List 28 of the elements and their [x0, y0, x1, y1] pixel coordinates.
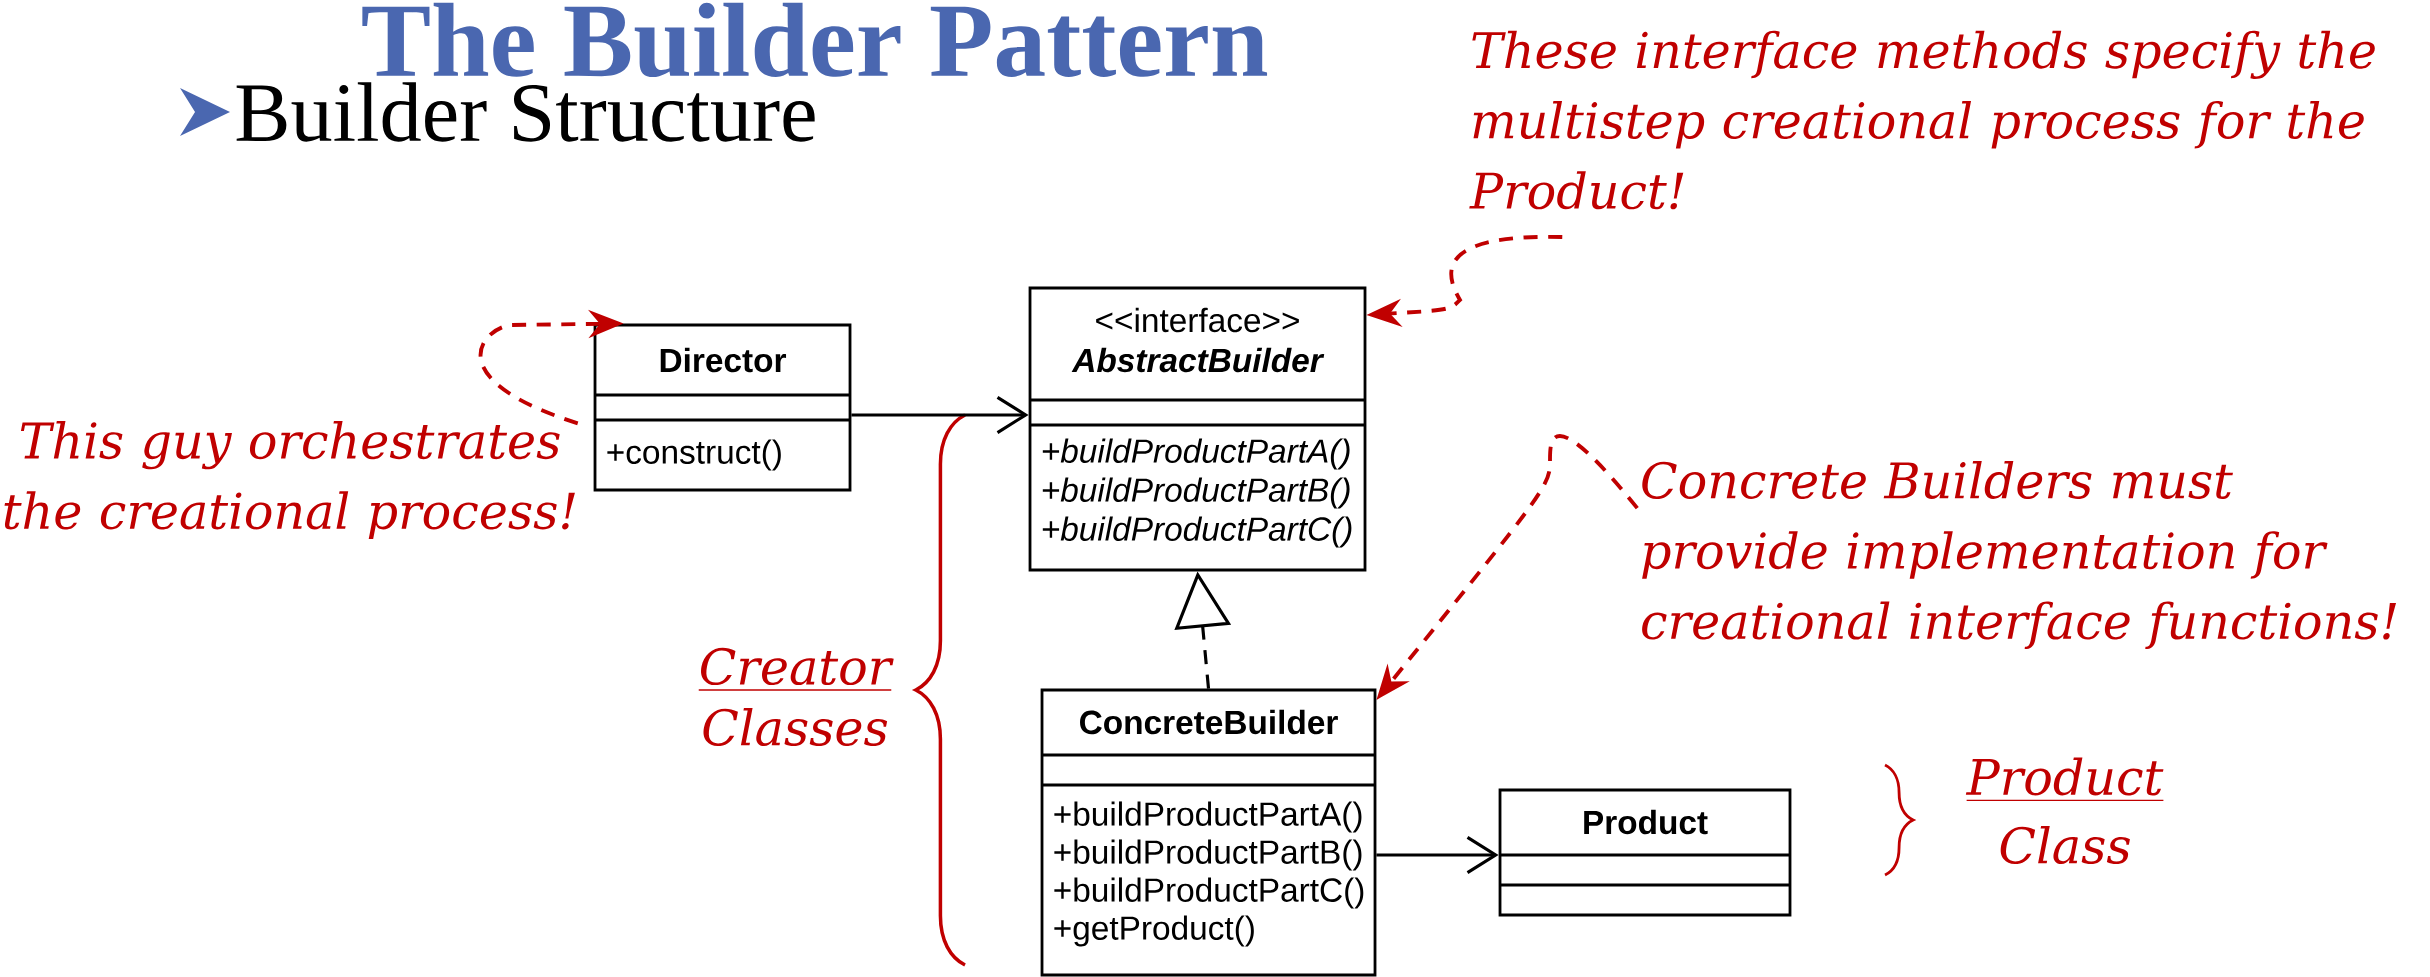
title: The Builder Pattern [362, 2, 1268, 78]
method-name: +construct() [607, 439, 781, 471]
class-box [593, 323, 852, 492]
method-name: +buildProductPartC() [1054, 877, 1364, 909]
note-text: This guy orchestrates the creational process! [4, 421, 575, 539]
method-name: +buildProductPartA() [1054, 801, 1362, 833]
association-arrow [1376, 836, 1499, 874]
stereotype: <<interface>> [1096, 307, 1299, 333]
group-label: Creator [698, 647, 894, 691]
method-name: +buildProductPartB() [1054, 839, 1362, 871]
note-text: Concrete Builders must provide implementation for creational interface functions! [1642, 460, 2397, 650]
method-name: +buildProductPartB() [1042, 477, 1350, 509]
heading: Builder Structure [236, 82, 815, 142]
class-box [1028, 286, 1367, 572]
association-arrow [851, 396, 1029, 434]
class-name: ConcreteBuilder [1080, 709, 1338, 735]
method-name: +buildProductPartA() [1042, 438, 1350, 470]
group-label: Product [1965, 757, 2165, 802]
group-label: Classes [703, 707, 888, 747]
class-name: AbstractBuilder [1071, 347, 1325, 373]
class-name: Director [660, 347, 787, 373]
method-name: +getProduct() [1054, 915, 1254, 947]
group-label: Class [2000, 825, 2130, 865]
class-box [1498, 788, 1792, 917]
method-name: +buildProductPartC() [1042, 516, 1352, 548]
class-name: Product [1584, 809, 1708, 835]
class-box [1040, 688, 1377, 977]
note-text: These interface methods specify the multistep creational process for the Product! [1469, 30, 2375, 210]
